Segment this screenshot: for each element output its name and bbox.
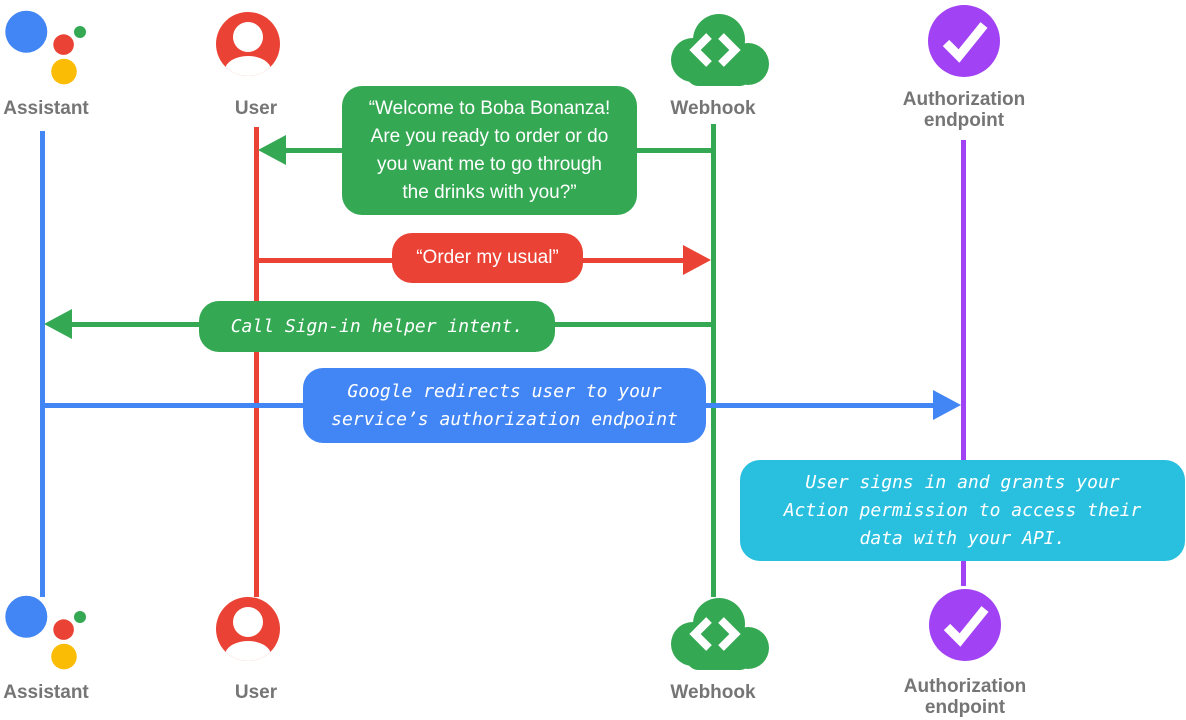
person-glyph <box>225 607 271 661</box>
auth-endpoint-label: Authorization endpoint <box>903 676 1027 718</box>
assistant-label: Assistant <box>3 682 89 703</box>
message-line: “Welcome to Boba Bonanza! <box>368 97 611 119</box>
assistant-icon <box>0 4 90 88</box>
message-line: “Order my usual” <box>416 247 559 268</box>
message-line: data with your API. <box>859 527 1066 549</box>
user-icon <box>216 597 280 661</box>
message-line: service’s authorization endpoint <box>331 408 678 430</box>
assistant-lifeline <box>40 131 45 597</box>
assistant-icon <box>0 589 90 673</box>
checkmark-glyph <box>943 606 989 647</box>
order-message-bubble: “Order my usual” <box>392 233 583 283</box>
message-line: Action permission to access their <box>783 499 1142 521</box>
message-line: Google redirects user to your <box>347 380 662 402</box>
auth-endpoint-label: Authorization endpoint <box>902 89 1026 131</box>
webhook-icon <box>657 592 770 672</box>
message-line: User signs in and grants your <box>805 471 1120 493</box>
assistant-label: Assistant <box>3 98 89 119</box>
webhook-label: Webhook <box>670 98 756 119</box>
welcome-arrowhead-icon <box>258 135 286 165</box>
message-line: the drinks with you?” <box>402 181 577 203</box>
auth-endpoint-lifeline <box>961 140 966 586</box>
webhook-icon <box>657 8 770 88</box>
message-line: Are you ready to order or do <box>370 125 609 147</box>
auth-endpoint-icon <box>929 589 1001 661</box>
user-icon <box>216 12 280 76</box>
checkmark-glyph <box>942 22 988 63</box>
redirect-message-bubble: Google redirects user to your service’s … <box>303 368 706 443</box>
user-lifeline <box>254 127 259 597</box>
message-line: Call Sign-in helper intent. <box>230 315 524 337</box>
signin-arrowhead-icon <box>44 309 72 339</box>
redirect-arrowhead-icon <box>933 390 961 420</box>
order-arrowhead-icon <box>683 245 711 275</box>
code-brackets-glyph <box>689 617 741 651</box>
code-brackets-glyph <box>689 33 741 67</box>
welcome-message-bubble: “Welcome to Boba Bonanza! Are you ready … <box>342 86 637 215</box>
person-glyph <box>225 22 271 76</box>
grant-note-bubble: User signs in and grants your Action per… <box>740 460 1185 561</box>
user-label: User <box>234 98 278 119</box>
user-label: User <box>234 682 278 703</box>
message-line: you want me to go through <box>377 153 602 175</box>
auth-endpoint-icon <box>928 5 1000 77</box>
signin-message-bubble: Call Sign-in helper intent. <box>199 301 555 352</box>
webhook-lifeline <box>711 124 716 597</box>
webhook-label: Webhook <box>670 682 756 703</box>
